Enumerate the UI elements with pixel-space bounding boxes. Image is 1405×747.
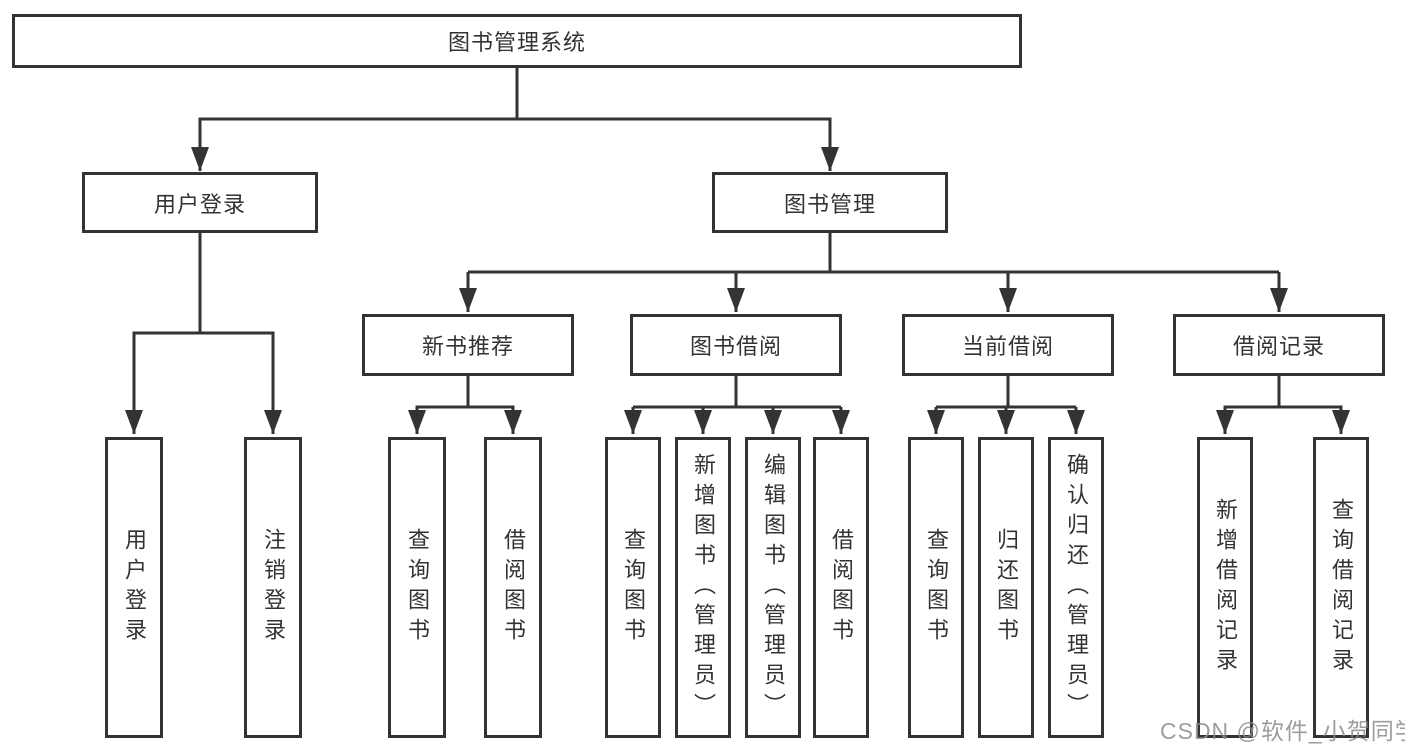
node-book-borrowing: 图书借阅 xyxy=(630,314,842,376)
leaf-query-books-borrowing: 查询图书 xyxy=(605,437,661,738)
node-user-login: 用户登录 xyxy=(82,172,318,233)
leaf-label: 新增图书（管理员） xyxy=(691,452,716,723)
node-borrowing-records: 借阅记录 xyxy=(1173,314,1385,376)
node-book-management: 图书管理 xyxy=(712,172,948,233)
leaf-logout: 注销登录 xyxy=(244,437,302,738)
csdn-watermark: CSDN @软件_小贺同学 xyxy=(1160,718,1405,744)
leaf-add-borrow-record: 新增借阅记录 xyxy=(1197,437,1253,738)
node-library-management-system: 图书管理系统 xyxy=(12,14,1022,68)
leaf-label: 确认归还（管理员） xyxy=(1064,452,1089,723)
leaf-label: 新增借阅记录 xyxy=(1213,497,1238,678)
leaf-borrow-books: 借阅图书 xyxy=(813,437,869,738)
leaf-label: 借阅图书 xyxy=(501,527,526,648)
leaf-label: 归还图书 xyxy=(994,527,1019,648)
leaf-label: 编辑图书（管理员） xyxy=(761,452,786,723)
leaf-label: 用户登录 xyxy=(122,527,147,648)
leaf-query-borrow-record: 查询借阅记录 xyxy=(1313,437,1369,738)
leaf-label: 查询借阅记录 xyxy=(1329,497,1354,678)
leaf-label: 查询图书 xyxy=(405,527,430,648)
leaf-add-book-admin: 新增图书（管理员） xyxy=(675,437,731,738)
leaf-query-books-recommend: 查询图书 xyxy=(388,437,446,738)
node-new-book-recommendation: 新书推荐 xyxy=(362,314,574,376)
leaf-edit-book-admin: 编辑图书（管理员） xyxy=(745,437,801,738)
leaf-return-books: 归还图书 xyxy=(978,437,1034,738)
leaf-borrow-books-recommend: 借阅图书 xyxy=(484,437,542,738)
leaf-query-books-current: 查询图书 xyxy=(908,437,964,738)
leaf-user-login: 用户登录 xyxy=(105,437,163,738)
leaf-label: 注销登录 xyxy=(261,527,286,648)
node-current-borrowing: 当前借阅 xyxy=(902,314,1114,376)
leaf-confirm-return-admin: 确认归还（管理员） xyxy=(1048,437,1104,738)
leaf-label: 借阅图书 xyxy=(829,527,854,648)
leaf-label: 查询图书 xyxy=(924,527,949,648)
leaf-label: 查询图书 xyxy=(621,527,646,648)
